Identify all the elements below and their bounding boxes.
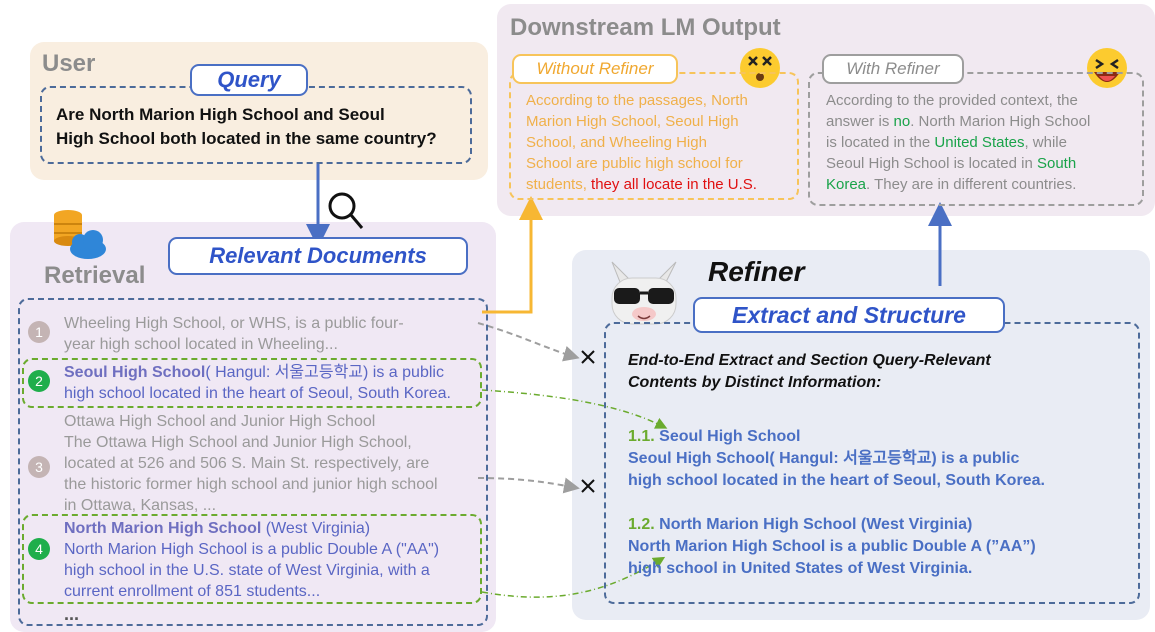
- correct-answer: no: [893, 113, 911, 130]
- question-line-2: High School both located in the same cou…: [56, 129, 437, 148]
- downstream-panel: [497, 4, 1155, 216]
- doc-2-title: Seoul High School: [64, 364, 206, 381]
- section-2-title: North Marion High School (West Virginia): [659, 516, 973, 533]
- without-refiner-label: Without Refiner: [512, 54, 678, 84]
- doc1-reject-arrow: [477, 322, 580, 362]
- without-refiner-arrow: [482, 196, 543, 314]
- doc-3: Ottawa High School and Junior High Schoo…: [64, 413, 438, 514]
- magnifier-icon: [328, 192, 364, 229]
- doc-4: North Marion High School (West Virginia)…: [64, 520, 440, 600]
- doc-1: Wheeling High School, or WHS, is a publi…: [64, 315, 404, 353]
- doc-number-3: 3: [28, 456, 50, 478]
- relevant-documents-label: Relevant Documents: [168, 237, 468, 275]
- with-refiner-label: With Refiner: [822, 54, 964, 84]
- doc3-reject-arrow: [477, 477, 580, 494]
- with-refiner-text: According to the provided context, the a…: [826, 92, 1091, 193]
- doc-2: Seoul High School( Hangul: 서울고등학교) is a …: [64, 364, 451, 402]
- database-cloud-icon: [54, 210, 106, 259]
- doc-number-1: 1: [28, 321, 50, 343]
- with-refiner-box: [808, 72, 1144, 206]
- retrieval-panel: [10, 222, 496, 632]
- doc-number-2: 2: [28, 370, 50, 392]
- doc2-keep-arrow: [481, 389, 668, 429]
- refiner-instruction: End-to-End Extract and Section Query-Rel…: [628, 352, 991, 391]
- doc-number-4: 4: [28, 538, 50, 560]
- laughing-face-icon: [1087, 48, 1127, 88]
- section-1-title: Seoul High School: [659, 428, 801, 445]
- downstream-title: Downstream LM Output: [510, 14, 781, 41]
- doc-4-title: North Marion High School: [64, 520, 262, 537]
- extract-structure-label: Extract and Structure: [693, 297, 1005, 333]
- section-2: 1.2. North Marion High School (West Virg…: [628, 516, 1036, 577]
- doc-2-highlight: [22, 358, 482, 408]
- llama-icon: [611, 261, 677, 325]
- section-1-number: 1.1.: [628, 428, 655, 445]
- section-2-number: 1.2.: [628, 516, 655, 533]
- without-refiner-text: According to the passages, North Marion …: [526, 92, 757, 193]
- documents-box: [18, 298, 488, 626]
- wrong-answer: they all locate in the U.S.: [591, 176, 757, 193]
- doc4-keep-arrow: [481, 556, 666, 598]
- reject-x-1: [581, 350, 595, 364]
- refiner-title: Refiner: [708, 256, 805, 287]
- question-line-1: Are North Marion High School and Seoul: [56, 105, 385, 124]
- query-label: Query: [190, 64, 308, 96]
- doc-4-highlight: [22, 514, 482, 604]
- more-docs-ellipsis: ...: [64, 604, 80, 624]
- query-question: Are North Marion High School and Seoul H…: [56, 103, 437, 151]
- section-1: 1.1. Seoul High School Seoul High School…: [628, 428, 1045, 489]
- reject-x-2: [581, 479, 595, 493]
- user-title: User: [42, 50, 96, 77]
- retrieval-title: Retrieval: [44, 262, 146, 289]
- dizzy-face-icon: [740, 48, 780, 88]
